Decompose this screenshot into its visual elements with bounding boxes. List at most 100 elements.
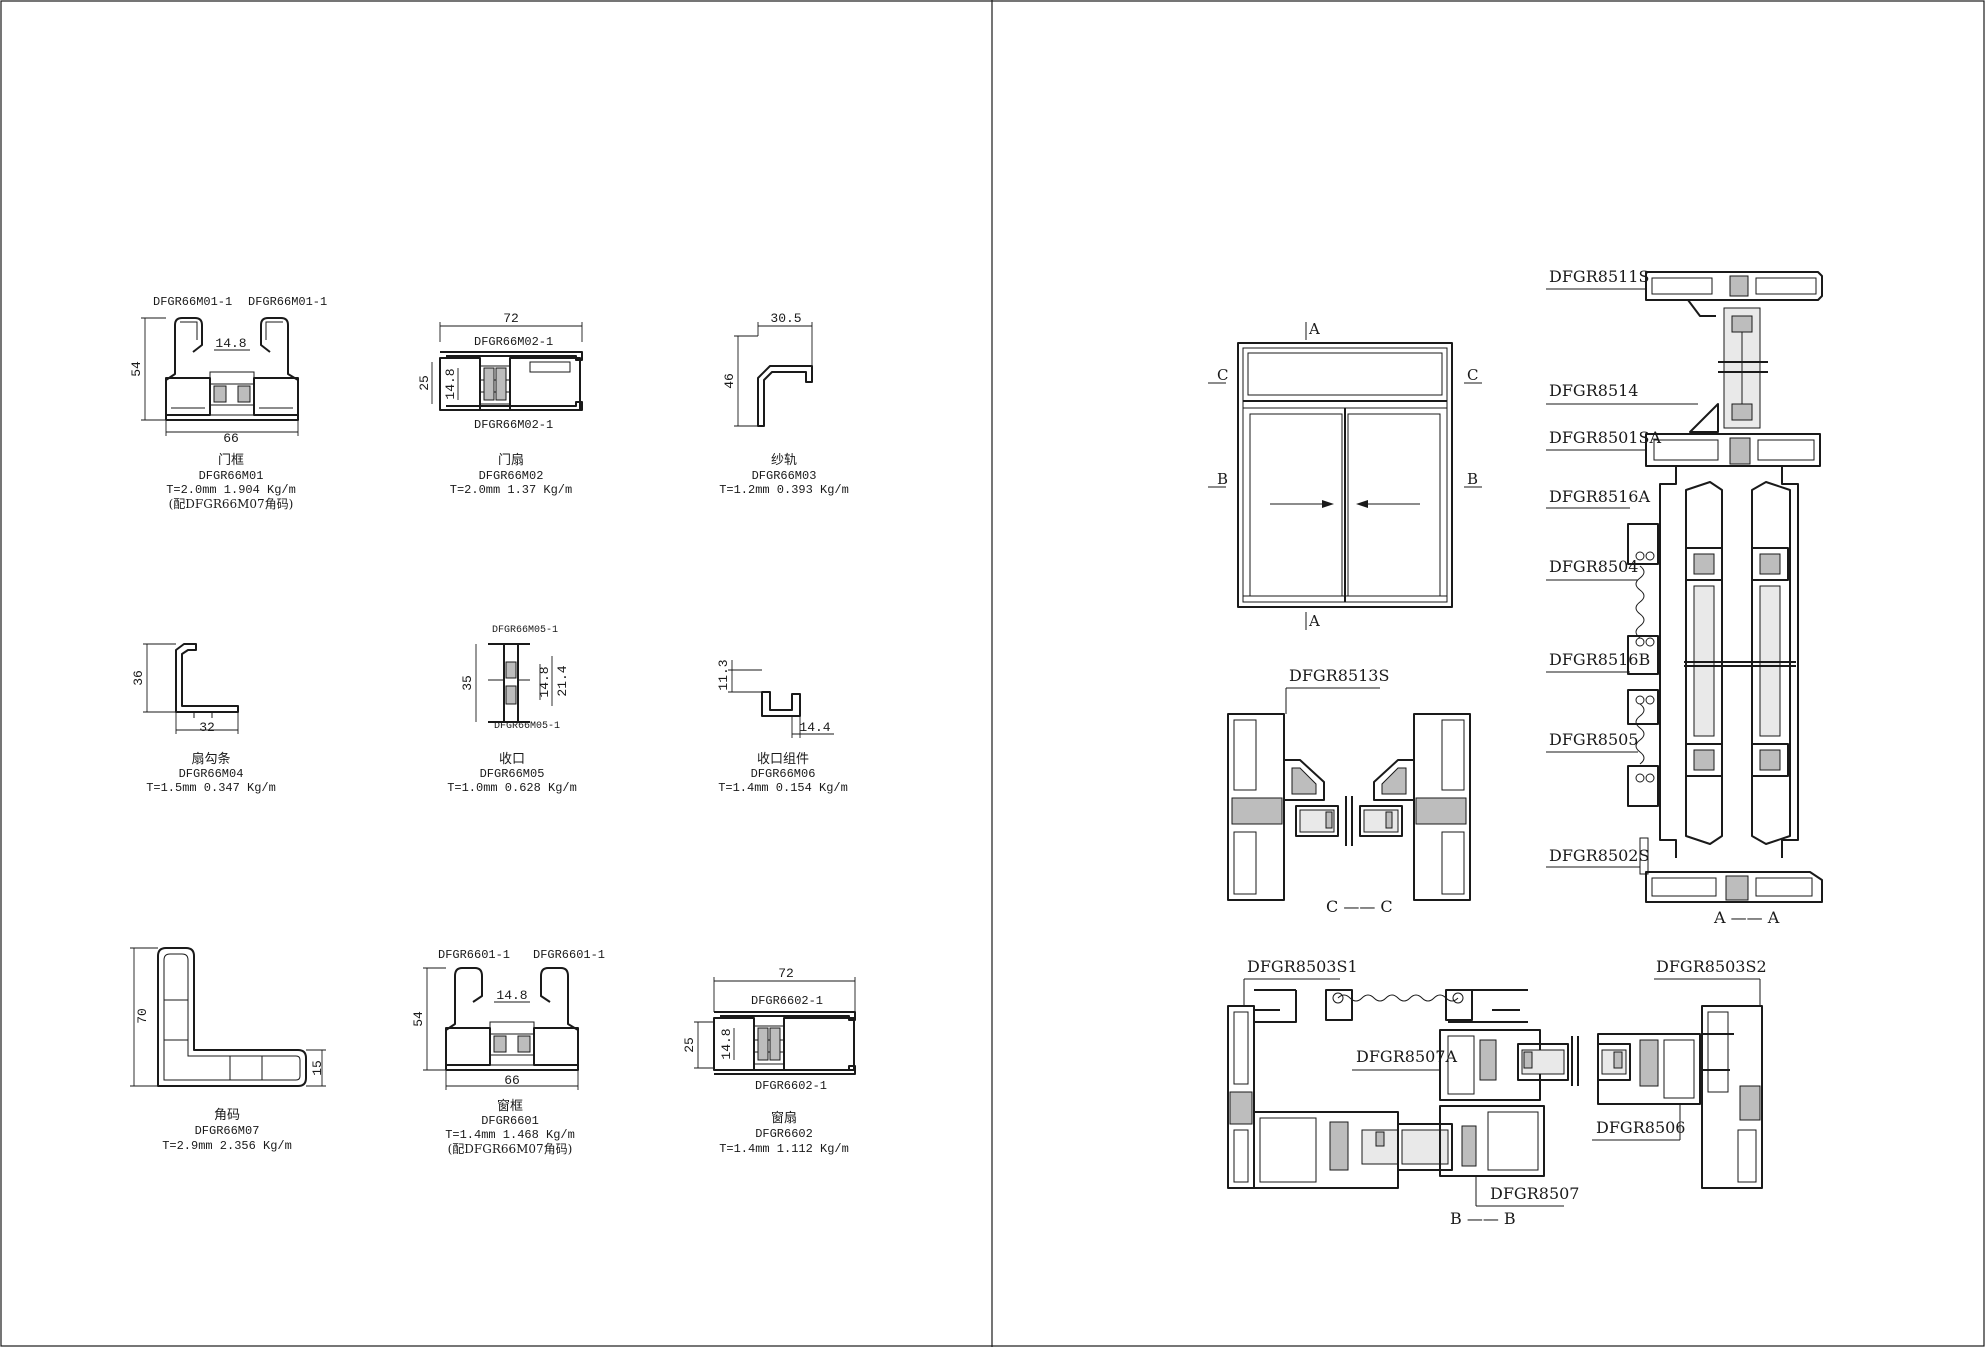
profile-w01: DFGR6601-1 DFGR6601-1 54 14.8 66 窗框 bbox=[411, 948, 605, 1156]
dim-width: 14.4 bbox=[799, 720, 830, 735]
profile-name: 窗框 bbox=[497, 1098, 523, 1114]
profile-code: DFGR6602 bbox=[755, 1127, 813, 1141]
dim-inner: 14.8 bbox=[719, 1028, 734, 1059]
profile-code: DFGR66M01 bbox=[199, 469, 264, 483]
section-bb: DFGR8503S1 DFGR8503S2 DFGR8507A DFGR8506… bbox=[1227, 957, 1767, 1228]
profile-m06-drawing bbox=[761, 691, 801, 717]
part-label: DFGR6602-1 bbox=[755, 1079, 827, 1093]
dim-inner: 14.8 bbox=[537, 666, 552, 697]
profile-note: (配DFGR66M07角码) bbox=[448, 1142, 573, 1156]
label-dfgr8502s: DFGR8502S bbox=[1549, 846, 1649, 865]
window-elevation: A A C C B B bbox=[1208, 320, 1482, 630]
section-mark-c-right: C bbox=[1467, 366, 1478, 384]
label-dfgr8503s1: DFGR8503S1 bbox=[1247, 957, 1358, 976]
profile-w02-drawing bbox=[713, 1011, 856, 1075]
label-dfgr8513s: DFGR8513S bbox=[1289, 666, 1389, 685]
section-cc: DFGR8513S C —— C bbox=[1227, 666, 1471, 916]
profile-name: 纱轨 bbox=[771, 453, 797, 468]
part-label: DFGR66M02-1 bbox=[474, 335, 553, 349]
profile-m05-drawing bbox=[488, 643, 530, 723]
profile-name: 收口组件 bbox=[757, 752, 809, 767]
section-aa: DFGR8511S DFGR8514 DFGR8501SA DFGR8516A … bbox=[1546, 267, 1823, 927]
profile-name: 扇勾条 bbox=[191, 751, 230, 767]
part-label: DFGR66M01-1 bbox=[248, 295, 327, 309]
dim-height: 54 bbox=[129, 361, 144, 377]
profile-m01-dimensions: 54 14.8 66 bbox=[129, 317, 299, 446]
label-dfgr8507: DFGR8507 bbox=[1490, 1184, 1579, 1203]
part-label: DFGR66M02-1 bbox=[474, 418, 553, 432]
profile-code: DFGR66M05 bbox=[480, 767, 545, 781]
dim-width: 32 bbox=[199, 720, 215, 735]
profile-spec: T=2.9mm 2.356 Kg/m bbox=[162, 1139, 292, 1153]
section-mark-a-bottom: A bbox=[1308, 612, 1320, 630]
profile-m03: 30.5 46 纱轨 DFGR66M03 T=1.2mm 0.393 Kg/m bbox=[719, 311, 849, 497]
part-label: DFGR66M05-1 bbox=[494, 721, 560, 732]
profile-m01-drawing bbox=[165, 317, 299, 421]
profile-m04: 36 32 扇勾条 DFGR66M04 T=1.5mm 0.347 Kg/m bbox=[131, 643, 276, 795]
dim-height: 35 bbox=[460, 675, 475, 691]
section-mark-b-right: B bbox=[1467, 470, 1478, 488]
profile-m07-drawing bbox=[157, 947, 307, 1087]
profile-spec: T=1.0mm 0.628 Kg/m bbox=[447, 781, 577, 795]
profile-m02: 72 DFGR66M02-1 25 14.8 DFGR66M02-1 门扇 DF… bbox=[417, 311, 583, 497]
dim-overall: 21.4 bbox=[555, 665, 570, 696]
right-page: A A C C B B bbox=[1208, 267, 1823, 1228]
profile-code: DFGR66M03 bbox=[752, 469, 817, 483]
profile-spec: T=1.4mm 1.468 Kg/m bbox=[445, 1128, 575, 1142]
section-bb-caption: B —— B bbox=[1450, 1209, 1516, 1228]
label-dfgr8516a: DFGR8516A bbox=[1549, 487, 1650, 506]
dim-width: 72 bbox=[778, 966, 794, 981]
dim-height: 11.3 bbox=[716, 659, 731, 690]
profile-name: 收口 bbox=[499, 752, 525, 767]
label-dfgr8514: DFGR8514 bbox=[1549, 381, 1638, 400]
profile-name: 门扇 bbox=[498, 452, 524, 468]
profile-m05: DFGR66M05-1 35 14.8 21.4 DFGR66M05-1 收口 … bbox=[447, 625, 577, 795]
dim-flange: 15 bbox=[310, 1060, 325, 1076]
section-mark-b-left: B bbox=[1217, 470, 1228, 488]
dim-height: 46 bbox=[722, 373, 737, 389]
profile-name: 角码 bbox=[214, 1108, 240, 1123]
label-dfgr8505: DFGR8505 bbox=[1549, 730, 1638, 749]
dim-height: 25 bbox=[417, 375, 432, 391]
dim-inner: 14.8 bbox=[496, 988, 527, 1003]
label-dfgr8501sa: DFGR8501SA bbox=[1549, 428, 1661, 447]
profile-code: DFGR66M06 bbox=[751, 767, 816, 781]
profile-spec: T=2.0mm 1.904 Kg/m bbox=[166, 483, 296, 497]
label-dfgr8507a: DFGR8507A bbox=[1356, 1047, 1457, 1066]
section-cc-caption: C —— C bbox=[1326, 897, 1393, 916]
dim-inner: 14.8 bbox=[215, 336, 246, 351]
dim-height: 54 bbox=[411, 1011, 426, 1027]
dim-width: 66 bbox=[223, 431, 239, 446]
profile-name: 门框 bbox=[218, 453, 244, 468]
part-label: DFGR66M05-1 bbox=[492, 625, 558, 636]
profile-w01-drawing bbox=[445, 967, 579, 1071]
part-label: DFGR6601-1 bbox=[533, 948, 605, 962]
profile-name: 窗扇 bbox=[771, 1110, 797, 1126]
label-dfgr8503s2: DFGR8503S2 bbox=[1656, 957, 1767, 976]
part-label: DFGR6602-1 bbox=[751, 994, 823, 1008]
profile-code: DFGR66M07 bbox=[195, 1124, 260, 1138]
profile-spec: T=1.5mm 0.347 Kg/m bbox=[146, 781, 276, 795]
label-dfgr8504: DFGR8504 bbox=[1549, 557, 1638, 576]
profile-spec: T=1.4mm 0.154 Kg/m bbox=[718, 781, 848, 795]
dim-inner: 14.8 bbox=[443, 368, 458, 399]
dim-width: 66 bbox=[504, 1073, 520, 1088]
dim-height: 70 bbox=[135, 1008, 150, 1024]
part-label: DFGR66M01-1 bbox=[153, 295, 232, 309]
profile-m02-drawing bbox=[439, 351, 583, 411]
profile-spec: T=1.2mm 0.393 Kg/m bbox=[719, 483, 849, 497]
profile-m04-drawing bbox=[175, 643, 239, 713]
profile-note: (配DFGR66M07角码) bbox=[169, 497, 294, 511]
profile-code: DFGR66M04 bbox=[179, 767, 244, 781]
profile-spec: T=2.0mm 1.37 Kg/m bbox=[450, 483, 572, 497]
section-aa-caption: A —— A bbox=[1713, 908, 1780, 927]
dim-height: 25 bbox=[682, 1037, 697, 1053]
profile-m06: 11.3 14.4 收口组件 DFGR66M06 T=1.4mm 0.154 K… bbox=[716, 659, 848, 795]
label-dfgr8516b: DFGR8516B bbox=[1549, 650, 1650, 669]
profile-code: DFGR6601 bbox=[481, 1114, 539, 1128]
profile-m03-drawing bbox=[757, 365, 813, 427]
profile-w02: 72 DFGR6602-1 25 14.8 DFGR6602-1 窗扇 DFGR… bbox=[682, 966, 856, 1156]
label-dfgr8506: DFGR8506 bbox=[1596, 1118, 1685, 1137]
dim-width: 72 bbox=[503, 311, 519, 326]
